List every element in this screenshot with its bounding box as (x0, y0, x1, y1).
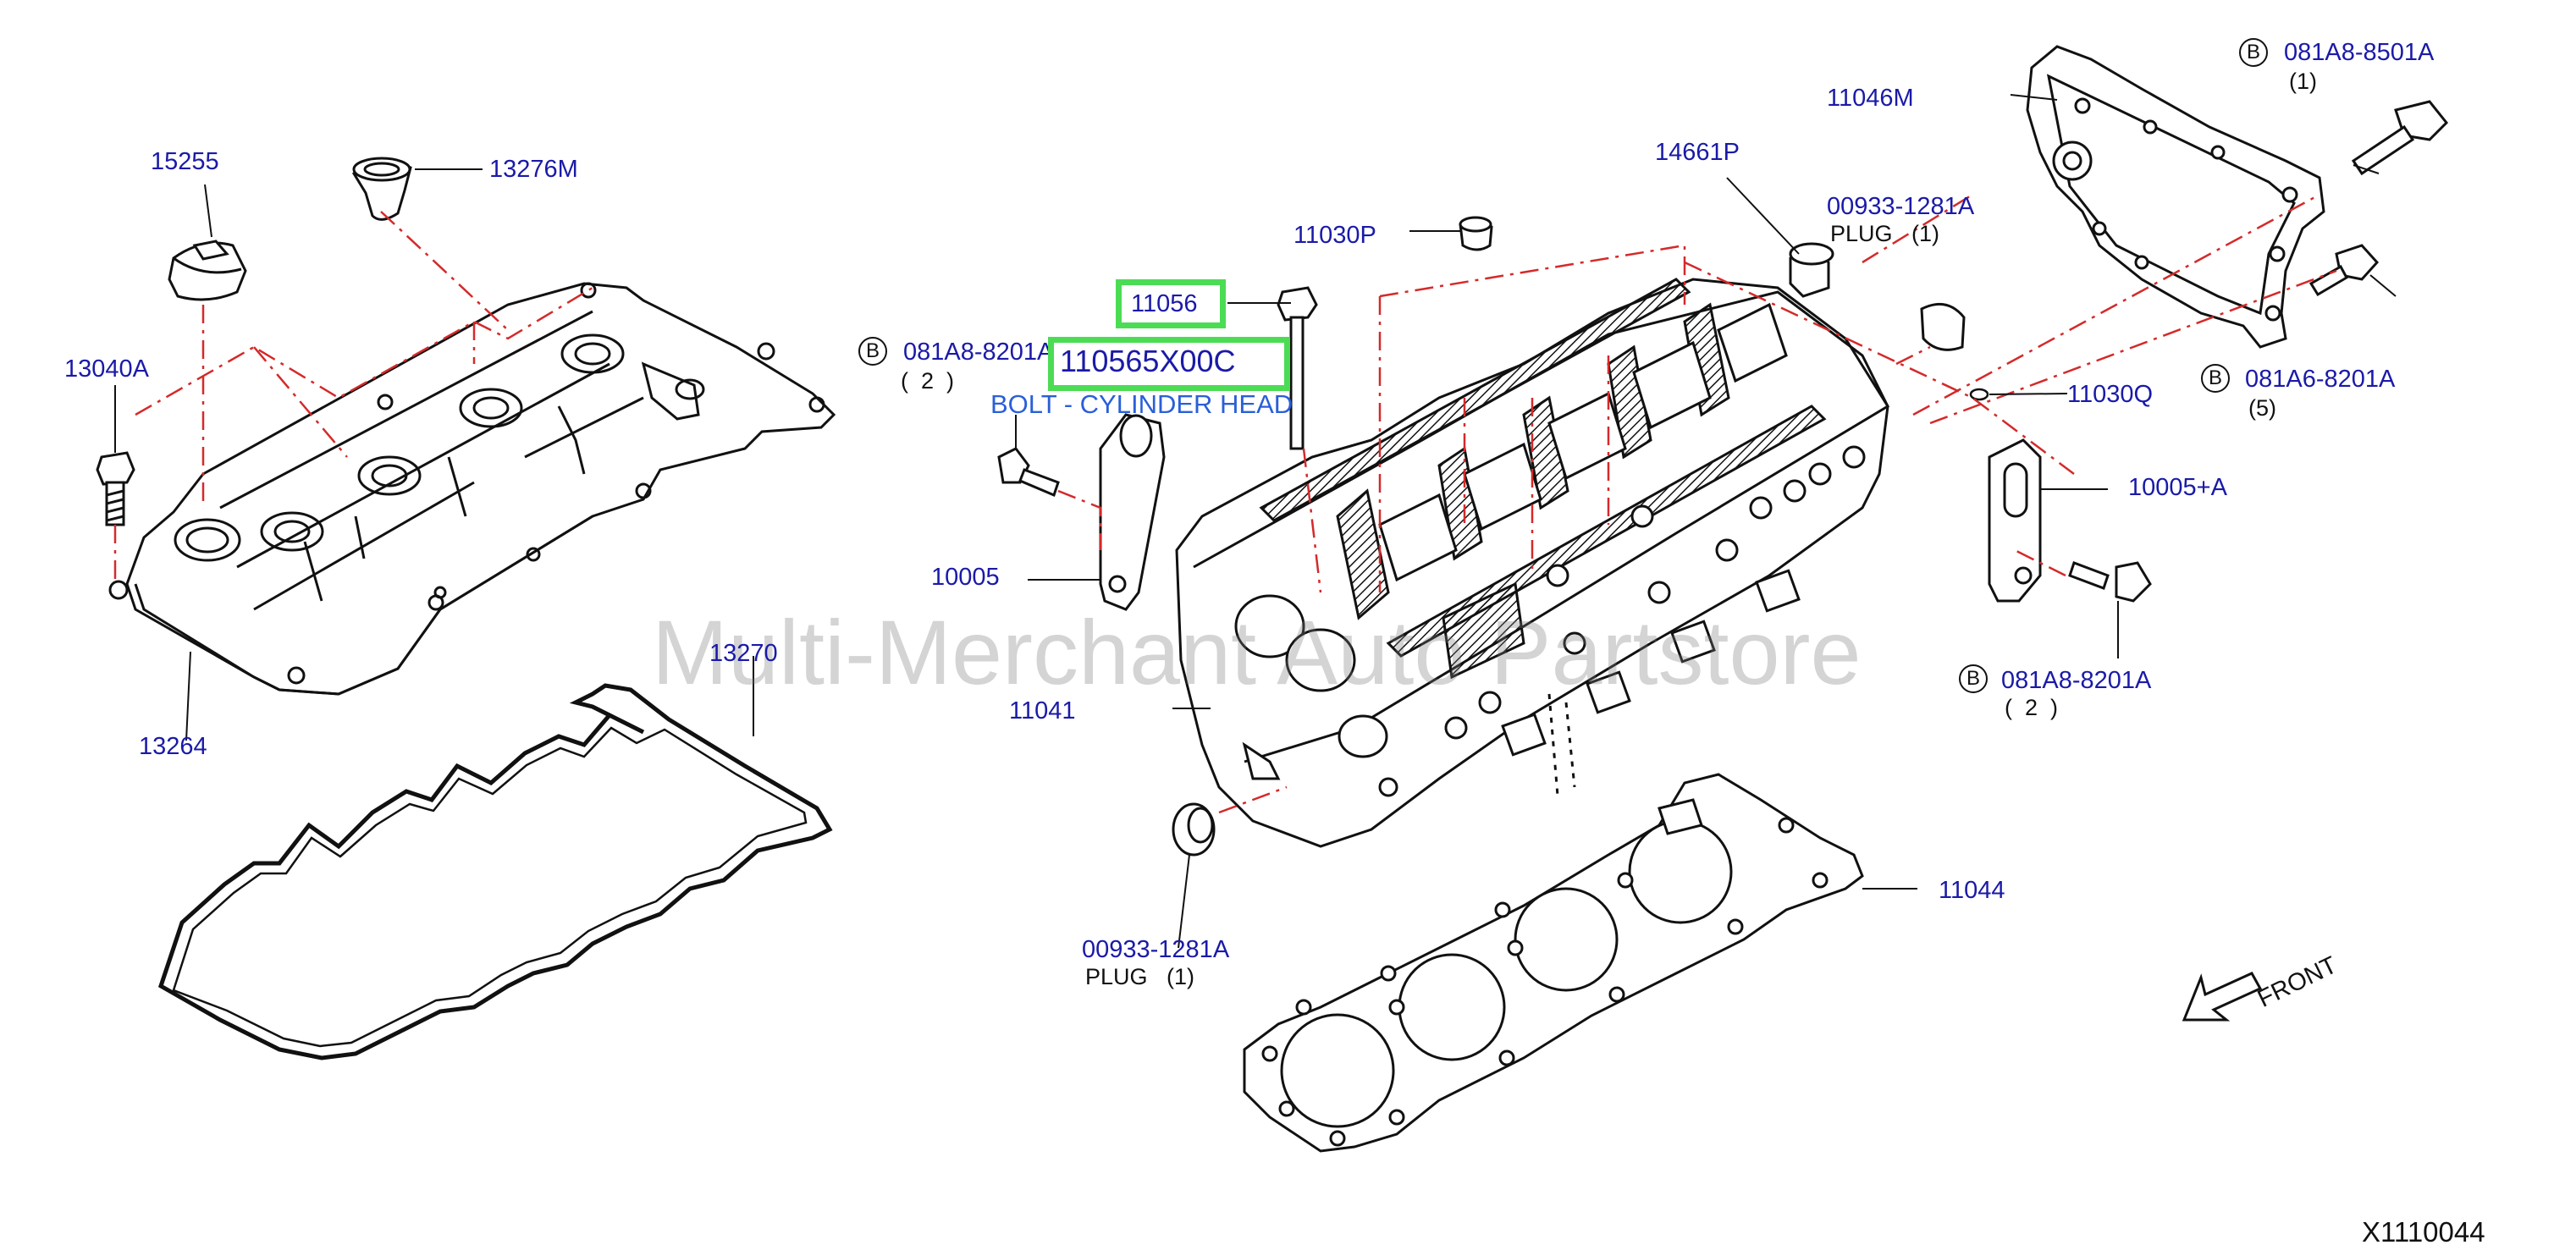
callout-081a8-8201a-left[interactable]: 081A8-8201A (903, 339, 1054, 366)
callout-11030p[interactable]: 11030P (1294, 222, 1376, 249)
callout-081a8-8201a-right-qty: ( 2 ) (2005, 695, 2059, 720)
callout-11041[interactable]: 11041 (1009, 697, 1076, 724)
front-arrow-icon (2182, 972, 2263, 1022)
callout-13276m[interactable]: 13276M (489, 156, 578, 183)
callout-15255[interactable]: 15255 (151, 148, 219, 175)
callout-00933-1281a-top[interactable]: 00933-1281A (1827, 193, 1975, 220)
plug-bottom[interactable] (1172, 802, 1216, 857)
bolt-081a6-8201a[interactable] (2308, 244, 2380, 297)
highlight-part-number[interactable]: 11056 (1131, 290, 1198, 317)
callout-13264[interactable]: 13264 (139, 733, 207, 760)
callout-10005-a[interactable]: 10005+A (2128, 474, 2227, 501)
callout-13270[interactable]: 13270 (709, 640, 778, 667)
bubble-b-left: B (858, 337, 887, 366)
highlight-subpart-number[interactable]: 110565X00C (1060, 344, 1236, 378)
callout-13040a[interactable]: 13040A (64, 355, 149, 383)
callout-10005[interactable]: 10005 (931, 564, 1000, 591)
head-gasket[interactable] (1243, 773, 1864, 1153)
valve-cover[interactable] (108, 282, 836, 696)
rear-plate[interactable] (2026, 45, 2325, 349)
bolt-081a8-8501a[interactable] (2351, 100, 2449, 176)
leader-lines (114, 94, 2397, 949)
valve-cover-gasket[interactable] (157, 683, 833, 1060)
callout-081a8-8201a-left-qty: ( 2 ) (901, 368, 955, 394)
oil-filler-cap[interactable] (168, 240, 247, 301)
callout-11044[interactable]: 11044 (1939, 877, 2005, 904)
callout-11030q[interactable]: 11030Q (2067, 381, 2154, 408)
bubble-b-low-right: B (1959, 664, 1988, 693)
callout-11046m[interactable]: 11046M (1827, 85, 1914, 112)
callout-14661p[interactable]: 14661P (1655, 139, 1740, 166)
highlight-box-subpart[interactable] (1048, 337, 1290, 391)
lifting-hook-right[interactable] (1988, 438, 2042, 603)
callout-081a6-8201a[interactable]: 081A6-8201A (2245, 366, 2396, 393)
highlight-description: BOLT - CYLINDER HEAD (990, 389, 1294, 419)
lifting-hook-left[interactable] (1099, 413, 1166, 611)
bolt-081a8-left[interactable] (997, 447, 1060, 498)
callout-081a8-8501a-qty: (1) (2289, 69, 2317, 94)
grommet[interactable] (351, 157, 412, 221)
plug-top[interactable] (1789, 242, 1966, 351)
callout-plug-bottom: PLUG (1) (1085, 964, 1195, 989)
pin-11030q[interactable] (1969, 388, 1989, 401)
cylinder-head-bolt[interactable] (1277, 286, 1318, 450)
highlight-box-part[interactable] (1116, 279, 1226, 328)
cover-bolt[interactable] (96, 451, 135, 526)
dowel-11030p[interactable] (1459, 216, 1493, 251)
bubble-b-mid-right: B (2201, 364, 2230, 393)
bubble-b-top-right: B (2239, 38, 2268, 67)
callout-plug-top: PLUG (1) (1830, 221, 1940, 246)
callout-00933-1281a-bottom[interactable]: 00933-1281A (1082, 936, 1230, 963)
assembly-lines (113, 193, 2337, 814)
cylinder-head[interactable] (1175, 278, 1889, 848)
callout-081a8-8201a-right[interactable]: 081A8-8201A (2001, 667, 2152, 694)
callout-081a8-8501a[interactable]: 081A8-8501A (2284, 39, 2435, 66)
callout-081a6-8201a-qty: (5) (2248, 395, 2276, 421)
diagram-code: X1110044 (2362, 1216, 2485, 1248)
bolt-081a8-right[interactable] (2068, 561, 2152, 603)
